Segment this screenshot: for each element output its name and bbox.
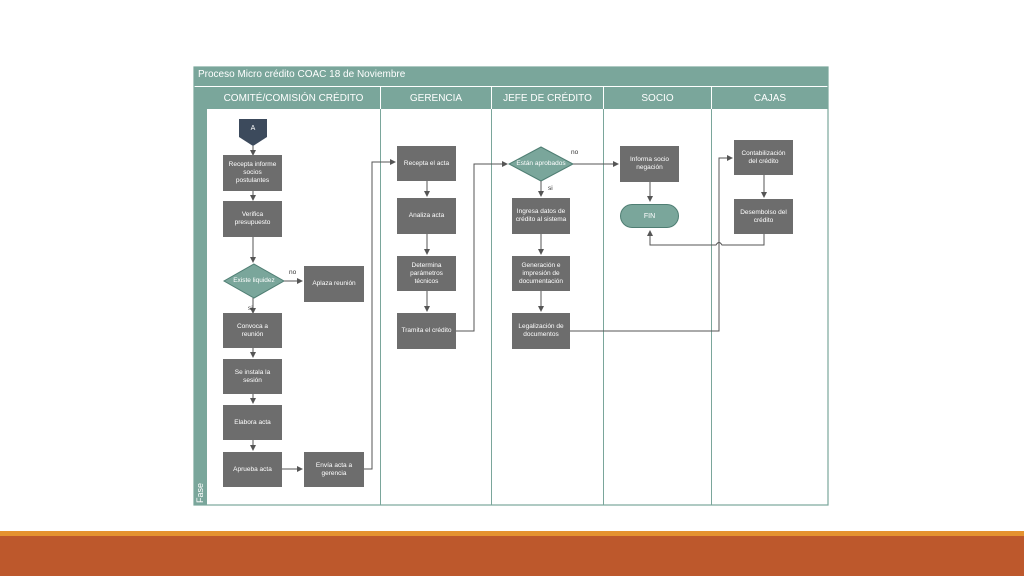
- step-analiza-acta: Analiza acta: [397, 198, 456, 234]
- lane-header-cajas: CAJAS: [712, 87, 828, 109]
- connector-a-label: A: [250, 125, 256, 132]
- diagram-title-bar: [194, 67, 828, 86]
- diagram-title: Proceso Micro crédito COAC 18 de Noviemb…: [198, 69, 406, 80]
- step-convoca-reunion: Convoca a reunión: [223, 313, 282, 348]
- step-desembolso-credito: Desembolso del crédito: [734, 199, 793, 234]
- footer-bar: [0, 536, 1024, 576]
- arrow-tramita-estan: [456, 161, 508, 332]
- step-generacion-impresion: Generación e impresión de documentación: [512, 256, 570, 291]
- lane-header-socio: SOCIO: [604, 87, 711, 109]
- step-aplaza-reunion: Aplaza reunión: [304, 266, 364, 302]
- step-legalizacion-documentos: Legalización de documentos: [512, 313, 570, 349]
- arrow-envia-recepta-acta: [364, 159, 396, 470]
- step-informa-socio: Informa socio negación: [620, 146, 679, 182]
- step-recepta-informe: Recepta informe socios postulantes: [223, 155, 282, 191]
- footer-stripe: [0, 531, 1024, 536]
- step-envia-acta: Envía acta a gerencia: [304, 452, 364, 487]
- decision-existe-liquidez-shape: [222, 263, 286, 299]
- step-verifica-presupuesto: Verifica presupuesto: [223, 201, 282, 237]
- lane-header-gerencia: GERENCIA: [381, 87, 491, 109]
- label-no-estan: no: [571, 149, 579, 156]
- diagram-frame: [193, 66, 829, 506]
- label-no-existe: no: [289, 269, 297, 276]
- step-contabilizacion-credito: Contabilización del crédito: [734, 140, 793, 175]
- label-si-existe: si: [248, 305, 253, 312]
- decision-estan-aprobados: Están aprobados: [516, 160, 566, 167]
- terminal-fin: FIN: [620, 204, 679, 228]
- step-tramita-credito: Tramita el crédito: [397, 313, 456, 349]
- phase-strip: [194, 87, 207, 505]
- lane-header-jefe: JEFE DE CRÉDITO: [492, 87, 603, 109]
- connector-a-shape: [239, 119, 267, 146]
- lane-header-comite: COMITÉ/COMISIÓN CRÉDITO: [207, 87, 380, 109]
- decision-existe-liquidez: Existe liquidez: [233, 277, 275, 284]
- step-aprueba-acta: Aprueba acta: [223, 452, 282, 487]
- step-determina-parametros: Determina parámetros técnicos: [397, 256, 456, 291]
- step-recepta-acta: Recepta el acta: [397, 146, 456, 181]
- step-elabora-acta: Elabora acta: [223, 405, 282, 440]
- arrow-legalizacion-contabilizacion: [570, 155, 733, 332]
- step-se-instala-sesion: Se instala la sesión: [223, 359, 282, 394]
- step-ingresa-datos: Ingresa datos de crédito al sistema: [512, 198, 570, 234]
- label-si-estan: si: [548, 185, 553, 192]
- arrow-desembolso-fin: [647, 230, 765, 246]
